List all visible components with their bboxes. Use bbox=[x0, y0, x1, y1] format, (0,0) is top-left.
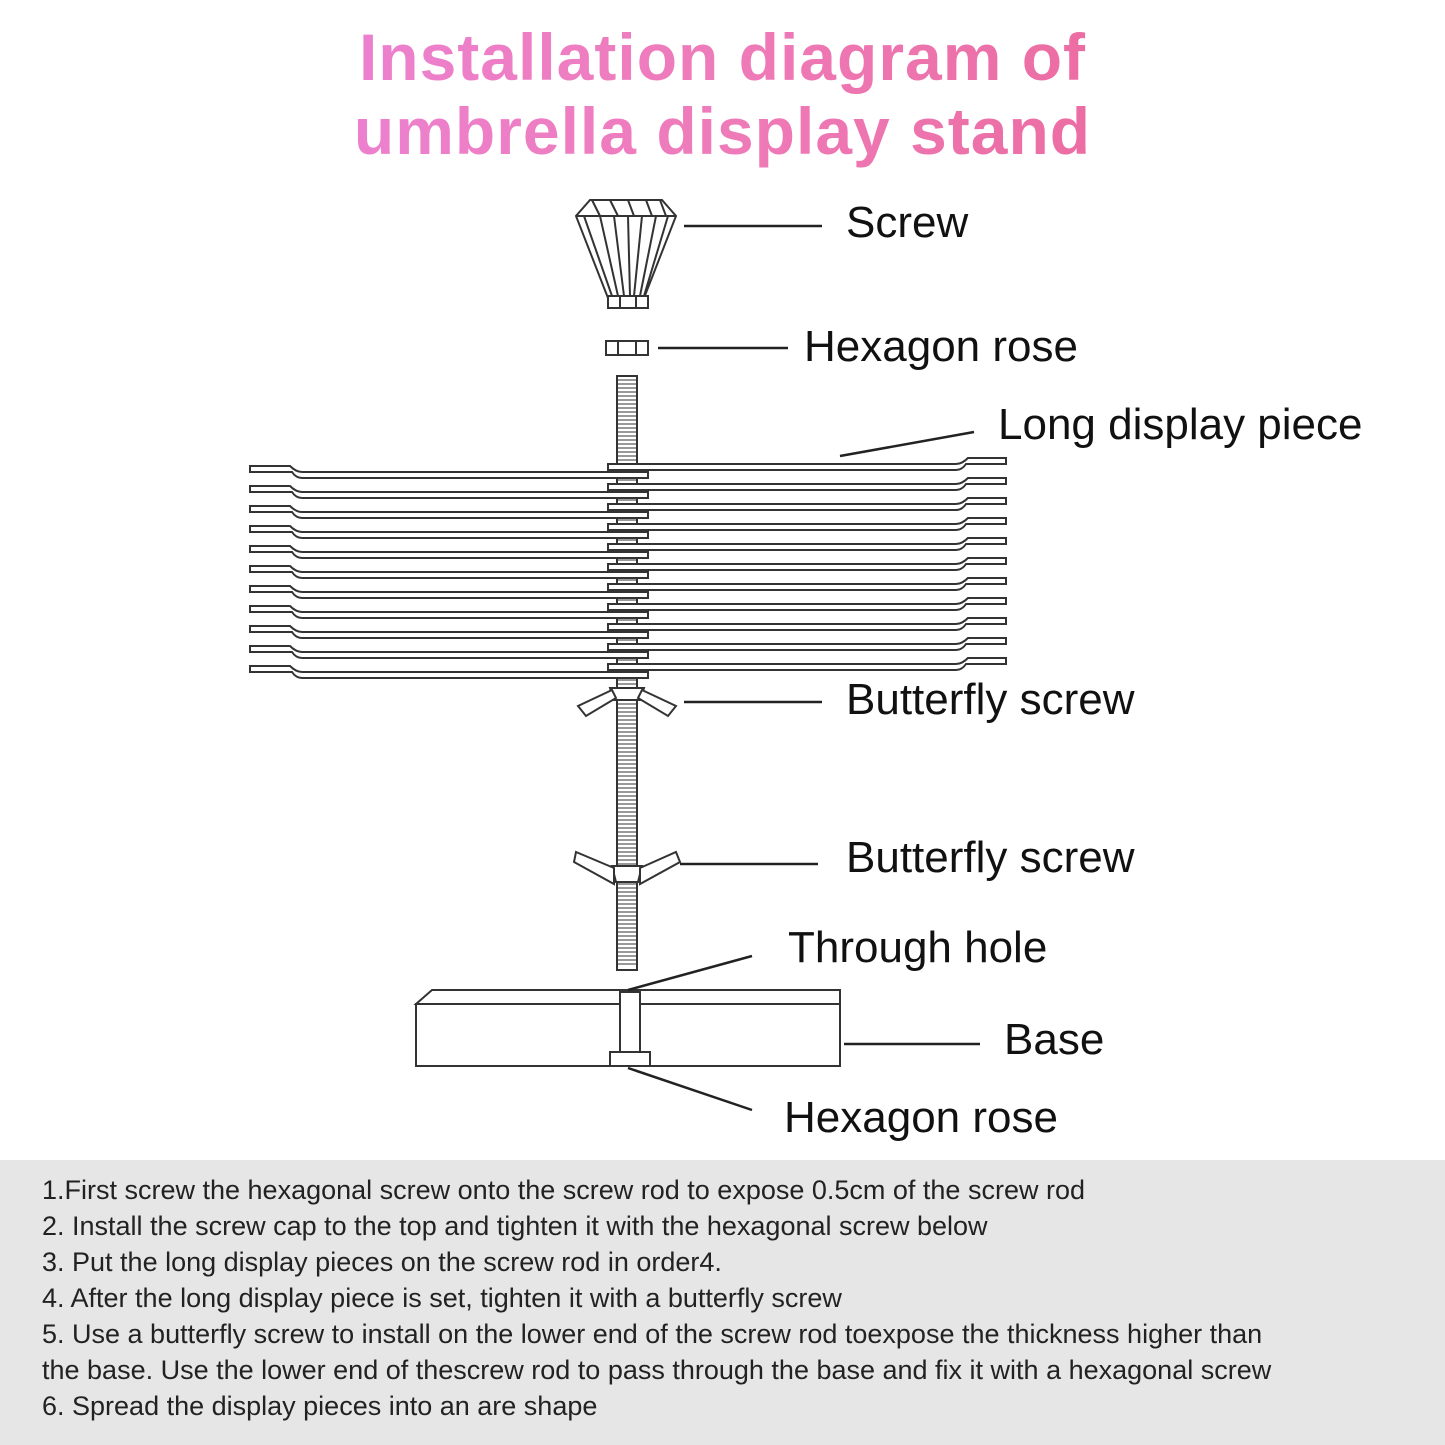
instruction-step-6: 6. Spread the display pieces into an are… bbox=[42, 1391, 598, 1421]
display-piece-right bbox=[607, 597, 1007, 611]
label-butterfly-screw-upper: Butterfly screw bbox=[846, 675, 1135, 724]
title-line-2: umbrella display stand bbox=[0, 94, 1445, 168]
display-piece-right bbox=[607, 557, 1007, 571]
base-illustration bbox=[413, 989, 841, 1067]
display-piece-right bbox=[607, 517, 1007, 531]
display-piece-right bbox=[607, 477, 1007, 491]
display-piece-left bbox=[249, 605, 649, 619]
title-line-1: Installation diagram of bbox=[0, 20, 1445, 94]
display-piece-left bbox=[249, 525, 649, 539]
display-piece-left bbox=[249, 665, 649, 679]
instruction-step-5-continued: the base. Use the lower end of thescrew … bbox=[42, 1355, 1272, 1385]
label-base: Base bbox=[1004, 1015, 1104, 1064]
label-hexagon-rose-bottom: Hexagon rose bbox=[784, 1093, 1058, 1142]
butterfly-screw-upper-illustration bbox=[576, 687, 678, 718]
display-piece-left bbox=[249, 585, 649, 599]
label-hexagon-rose-top: Hexagon rose bbox=[804, 322, 1078, 371]
display-piece-right bbox=[607, 637, 1007, 651]
display-piece-left bbox=[249, 505, 649, 519]
display-piece-right bbox=[607, 617, 1007, 631]
screw-cap-illustration bbox=[574, 199, 678, 309]
display-piece-right bbox=[607, 657, 1007, 671]
instruction-step-5: 5. Use a butterfly screw to install on t… bbox=[42, 1319, 1263, 1349]
display-piece-right bbox=[607, 537, 1007, 551]
display-piece-left bbox=[249, 565, 649, 579]
leader-lines bbox=[627, 224, 980, 1112]
label-butterfly-screw-lower: Butterfly screw bbox=[846, 833, 1135, 882]
display-piece-left bbox=[249, 485, 649, 499]
hexagon-nut-top-illustration bbox=[605, 340, 649, 356]
instruction-step-2: 2. Install the screw cap to the top and … bbox=[42, 1211, 988, 1241]
label-screw: Screw bbox=[846, 198, 968, 247]
label-long-display-piece: Long display piece bbox=[998, 400, 1362, 449]
instruction-step-1: 1.First screw the hexagonal screw onto t… bbox=[42, 1175, 1085, 1205]
display-piece-left bbox=[249, 545, 649, 559]
display-piece-right bbox=[607, 457, 1007, 471]
instruction-step-4: 4. After the long display piece is set, … bbox=[42, 1283, 842, 1313]
instructions-panel: 1.First screw the hexagonal screw onto t… bbox=[0, 1160, 1445, 1445]
label-through-hole: Through hole bbox=[788, 923, 1047, 972]
display-piece-left bbox=[249, 625, 649, 639]
display-piece-right bbox=[607, 497, 1007, 511]
display-piece-left bbox=[249, 465, 649, 479]
instruction-step-3: 3. Put the long display pieces on the sc… bbox=[42, 1247, 722, 1277]
display-piece-stack-illustration bbox=[249, 457, 1007, 679]
display-piece-right bbox=[607, 577, 1007, 591]
display-piece-left bbox=[249, 645, 649, 659]
butterfly-screw-lower-illustration bbox=[572, 850, 682, 886]
installation-diagram: Screw Hexagon rose Long display piece Bu… bbox=[249, 198, 1362, 1142]
